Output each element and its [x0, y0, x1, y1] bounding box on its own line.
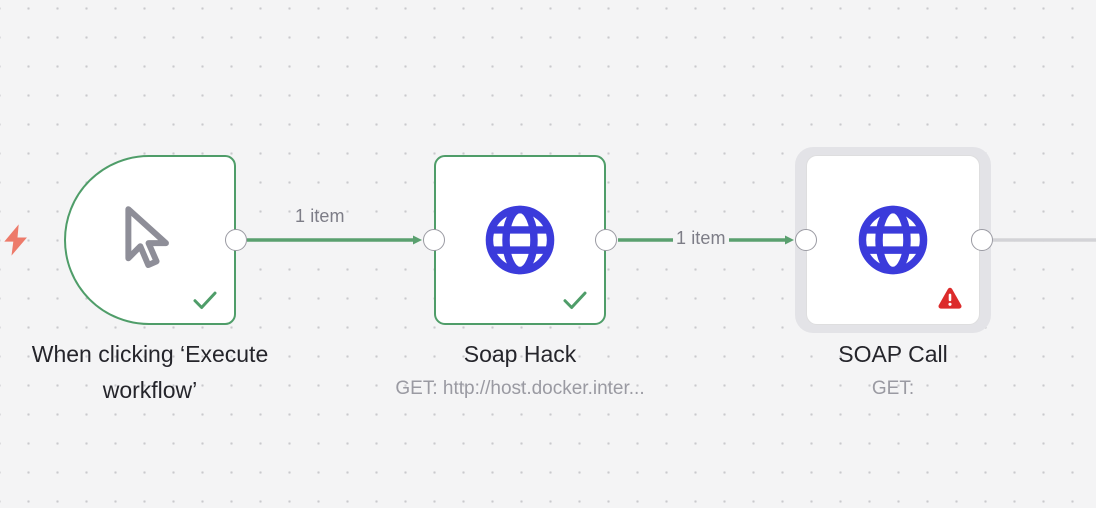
- node-subtitle-soap-call: GET:: [871, 377, 915, 399]
- node-caption-soap-hack: Soap Hack GET: http://host.docker.inter.…: [340, 337, 700, 403]
- globe-icon: [481, 201, 559, 279]
- node-soap-call[interactable]: [806, 155, 980, 325]
- mouse-cursor-icon: [115, 203, 185, 277]
- status-badge-success: [558, 285, 592, 315]
- globe-icon: [854, 201, 932, 279]
- node-title-trigger: When clicking ‘Execute workflow’: [31, 341, 269, 403]
- output-endpoint-soap-hack[interactable]: [595, 229, 617, 251]
- node-subtitle-soap-hack: GET: http://host.docker.inter...: [395, 377, 645, 399]
- warning-triangle-icon[interactable]: [935, 284, 965, 312]
- connector-label-trigger-to-soap-hack: 1 item: [295, 206, 345, 226]
- node-soap-hack[interactable]: [434, 155, 606, 325]
- node-soap-call-selection-halo: [795, 147, 991, 333]
- node-title-soap-call: SOAP Call: [838, 341, 948, 367]
- node-caption-soap-call: SOAP Call GET:: [795, 337, 991, 403]
- connector-label-soap-hack-to-soap-call: 1 item: [673, 228, 729, 249]
- status-badge-success: [188, 285, 222, 315]
- output-endpoint-trigger[interactable]: [225, 229, 247, 251]
- input-endpoint-soap-call[interactable]: [795, 229, 817, 251]
- input-endpoint-soap-hack[interactable]: [423, 229, 445, 251]
- node-caption-trigger: When clicking ‘Execute workflow’: [0, 337, 305, 408]
- trigger-bolt-icon: [0, 222, 34, 258]
- node-when-clicking-execute-workflow[interactable]: [64, 155, 236, 325]
- output-endpoint-soap-call[interactable]: [971, 229, 993, 251]
- node-title-soap-hack: Soap Hack: [463, 341, 577, 367]
